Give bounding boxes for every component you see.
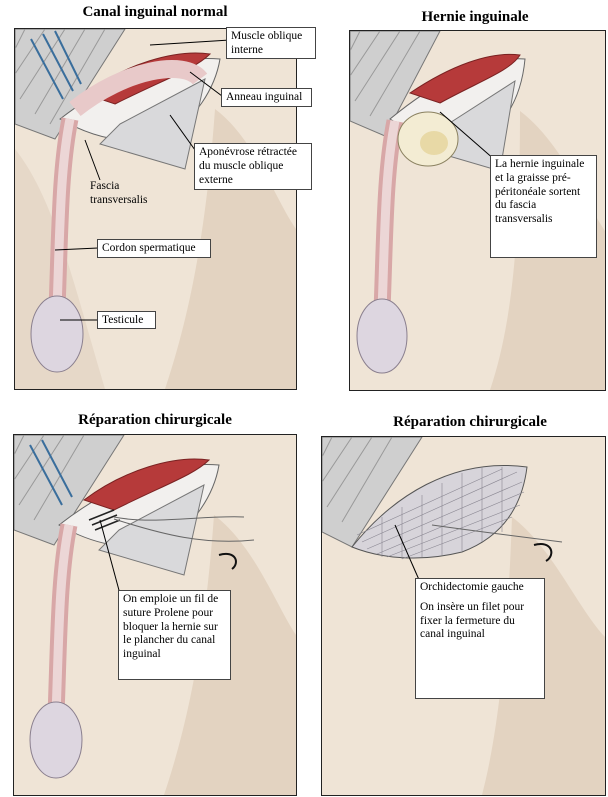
label-orchidectomie: Orchidectomie gauche	[420, 581, 540, 595]
label-fascia-transversalis: Fascia transversalis	[86, 178, 167, 212]
label-aponevrose: Aponévrose rétractée du muscle oblique e…	[194, 143, 312, 190]
label-filet: On insère un filet pour fixer la fermetu…	[420, 601, 540, 642]
panel-title-hernie: Hernie inguinale	[360, 9, 590, 26]
label-cordon-spermatique: Cordon spermatique	[97, 239, 211, 258]
label-fil-suture-prolene: On emploie un fil de suture Prolene pour…	[118, 590, 231, 680]
label-anneau-inguinal: Anneau inguinal	[221, 88, 312, 107]
label-orchidectomie-filet: Orchidectomie gauche On insère un filet …	[415, 578, 545, 699]
label-testicule: Testicule	[97, 311, 156, 329]
label-muscle-oblique-interne: Muscle oblique interne	[226, 27, 316, 59]
panel-title-reparation-2: Réparation chirurgicale	[345, 414, 595, 431]
panel-title-reparation-1: Réparation chirurgicale	[30, 412, 280, 429]
label-hernie-graisse: La hernie inguinale et la graisse pré-pé…	[490, 155, 597, 258]
panel-title-normal: Canal inguinal normal	[40, 4, 270, 21]
